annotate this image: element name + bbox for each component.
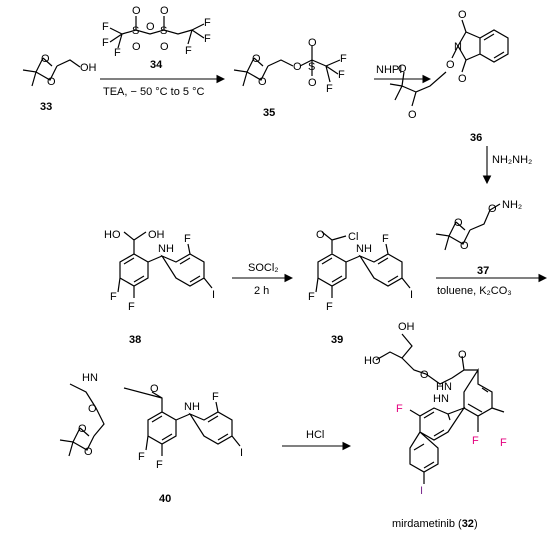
- atom-nh: HN: [82, 372, 98, 384]
- reagent-step3: NH₂NH₂: [492, 154, 532, 166]
- atom-o: O: [308, 77, 317, 89]
- compound-40: HN O O O O NH F F F I 40: [59, 372, 243, 505]
- reagent-step2: NHPI: [376, 64, 402, 76]
- atom-f: F: [382, 233, 389, 245]
- atom-i: I: [410, 289, 413, 301]
- atom-ho: HO: [104, 229, 121, 241]
- atom-o: O: [460, 240, 469, 252]
- atom-n: N: [454, 41, 462, 53]
- atom-f: F: [472, 435, 479, 447]
- atom-f: F: [114, 47, 121, 59]
- atom-f: F: [396, 403, 403, 415]
- atom-cl: Cl: [348, 231, 358, 243]
- atom-o: O: [316, 229, 325, 241]
- atom-s: S: [308, 61, 315, 73]
- compound-label-35: 35: [263, 107, 275, 119]
- atom-o: O: [488, 203, 497, 215]
- atom-o: O: [146, 21, 155, 33]
- atom-o: O: [78, 423, 87, 435]
- atom-f: F: [326, 301, 333, 313]
- atom-f: F: [340, 53, 347, 65]
- atom-nh: NH: [356, 243, 372, 255]
- compound-label-37: 37: [477, 265, 489, 277]
- compound-39: O Cl NH F F F I 39: [308, 229, 413, 346]
- atom-ho: HO: [364, 355, 381, 367]
- atom-f: F: [338, 69, 345, 81]
- compound-37: O O O NH₂ 37: [435, 199, 522, 277]
- atom-o: O: [132, 41, 141, 53]
- compound-38: HO OH NH F F F I 38: [104, 229, 215, 346]
- atom-o: O: [458, 349, 467, 361]
- atom-f: F: [138, 451, 145, 463]
- compound-label-38: 38: [129, 334, 141, 346]
- atom-o: O: [398, 63, 407, 75]
- atom-nh: HN: [436, 381, 452, 393]
- atom-f: F: [326, 83, 333, 95]
- atom-f: F: [185, 45, 192, 57]
- compound-label-40: 40: [159, 493, 171, 505]
- compound-label-33: 33: [40, 101, 52, 113]
- atom-o: O: [150, 383, 159, 395]
- atom-o: O: [252, 53, 261, 65]
- atom-o: O: [84, 446, 93, 458]
- compound-label-39: 39: [331, 334, 343, 346]
- atom-o: O: [132, 5, 141, 17]
- atom-oh: OH: [80, 62, 97, 74]
- atom-o: O: [258, 76, 267, 88]
- compound-label-36: 36: [470, 132, 482, 144]
- atom-o: O: [458, 73, 467, 85]
- atom-i: I: [420, 485, 423, 497]
- atom-f: F: [204, 33, 211, 45]
- atom-s: S: [160, 25, 167, 37]
- atom-oh: OH: [398, 321, 415, 333]
- compound-32-mirdametinib: HO OH O HN O HN F F F I mirdametinib (32…: [364, 321, 507, 530]
- compound-label-34: 34: [150, 59, 163, 71]
- atom-o: O: [41, 53, 50, 65]
- atom-o: O: [47, 76, 56, 88]
- atom-o: O: [454, 217, 463, 229]
- compound-33: O O OH 33: [22, 53, 97, 113]
- reagent-step6: HCl: [306, 429, 324, 441]
- atom-f: F: [212, 391, 219, 403]
- atom-o: O: [88, 403, 97, 415]
- atom-o: O: [458, 9, 467, 21]
- atom-o: O: [446, 59, 455, 71]
- reagent-step4-below: 2 h: [254, 285, 269, 297]
- compound-34: S S O O O O O F F F F F F 34: [102, 5, 211, 71]
- atom-s: S: [132, 25, 139, 37]
- atom-o: O: [308, 37, 317, 49]
- atom-f: F: [110, 291, 117, 303]
- atom-o: O: [160, 5, 169, 17]
- atom-nh2: NH₂: [502, 199, 522, 211]
- compound-36: O O N O O O 36: [389, 9, 509, 144]
- atom-f: F: [102, 21, 109, 33]
- atom-f: F: [500, 437, 507, 449]
- atom-hn: HN: [433, 393, 449, 405]
- atom-nh: NH: [158, 243, 174, 255]
- atom-i: I: [212, 289, 215, 301]
- atom-f: F: [156, 459, 163, 471]
- atom-o: O: [408, 109, 417, 121]
- reagent-step1: TEA, − 50 °C to 5 °C: [103, 86, 204, 98]
- atom-o: O: [160, 41, 169, 53]
- atom-f: F: [102, 37, 109, 49]
- atom-o: O: [293, 61, 302, 73]
- atom-i: I: [240, 447, 243, 459]
- reagent-step4-above: SOCl₂: [248, 262, 279, 274]
- atom-f: F: [184, 233, 191, 245]
- compound-35: O O O S O O F F F 35: [233, 37, 347, 119]
- atom-nh: NH: [184, 401, 200, 413]
- compound-name-32: mirdametinib (32): [392, 518, 478, 530]
- atom-f: F: [204, 17, 211, 29]
- atom-o: O: [420, 369, 429, 381]
- atom-f: F: [128, 301, 135, 313]
- reagent-step5: toluene, K₂CO₃: [437, 285, 512, 297]
- atom-oh: OH: [148, 229, 165, 241]
- atom-f: F: [308, 291, 315, 303]
